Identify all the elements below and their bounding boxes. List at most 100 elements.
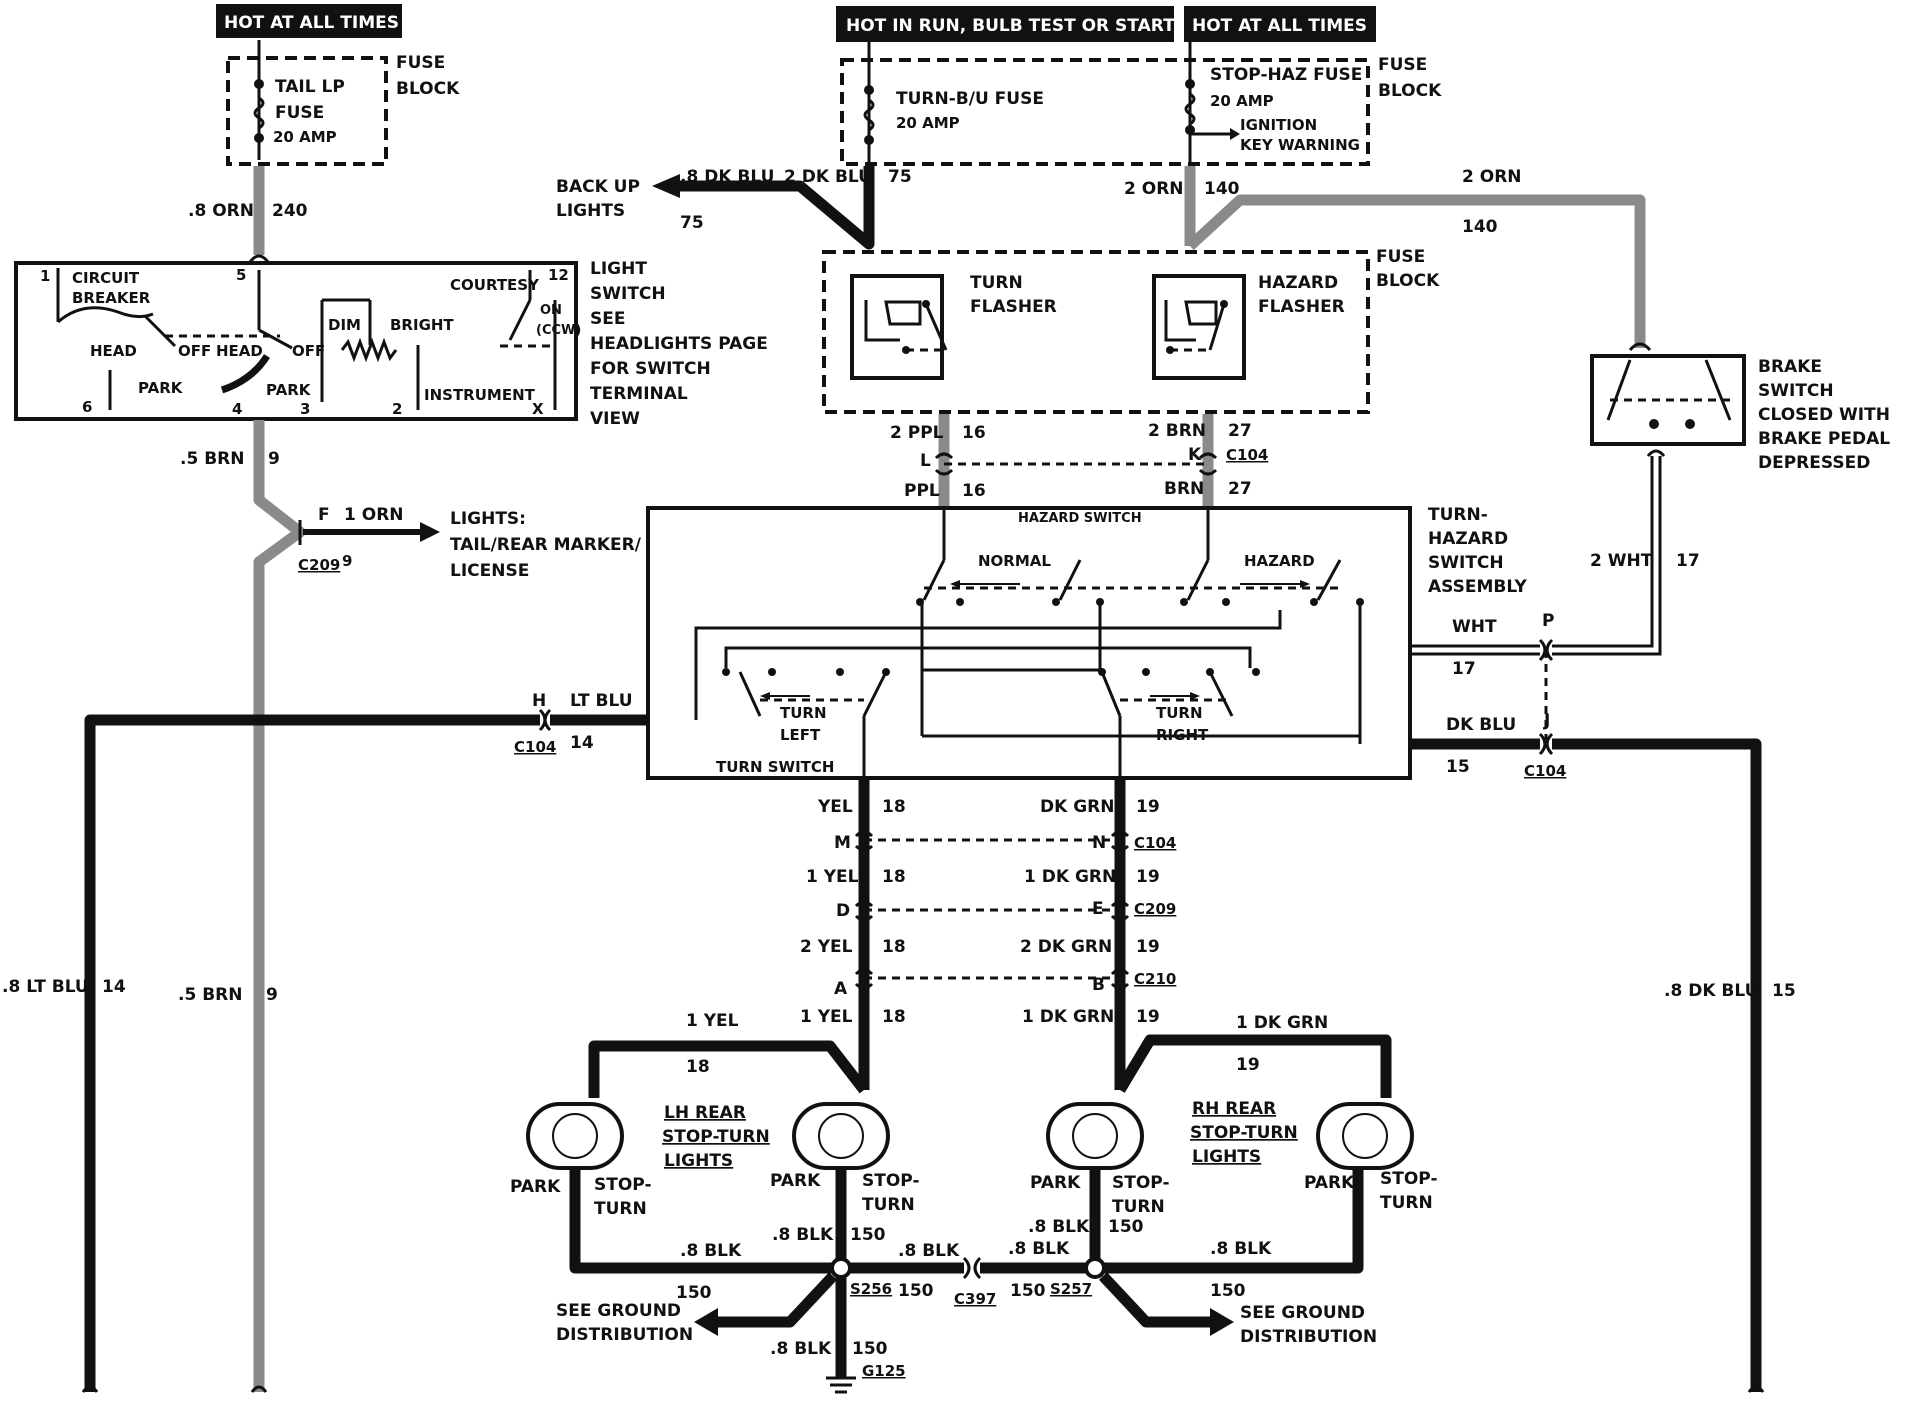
turn-hazard-switch-assembly: HAZARD SWITCH NORMAL HAZARD <box>646 505 1528 780</box>
w-16: 16 <box>962 423 986 443</box>
park1: PARK <box>510 1177 561 1197</box>
w-17: 17 <box>1452 659 1476 679</box>
gnd-blk-c: .8 BLK <box>898 1241 960 1261</box>
gnd-s256: S256 <box>850 1280 892 1298</box>
ls-head-a: HEAD <box>90 342 137 360</box>
assembly-title-l3: SWITCH <box>1428 553 1504 573</box>
gnd-blk-a: .8 BLK <box>680 1241 742 1261</box>
turn-switch-label: TURN SWITCH <box>716 758 834 776</box>
turn-bu-rating: 20 AMP <box>896 114 960 132</box>
lights-l2: TAIL/REAR MARKER/ <box>450 535 642 555</box>
ls-desc-l4: HEADLIGHTS PAGE <box>590 334 768 354</box>
w-5brn: .5 BRN <box>180 449 244 469</box>
hazard-switch-label: HAZARD SWITCH <box>1018 511 1142 526</box>
w-2wht: 2 WHT <box>1590 551 1653 571</box>
ls-pin5: 5 <box>236 266 246 284</box>
lamp-lh-park <box>526 1102 624 1170</box>
rh-l1: RH REAR <box>1192 1099 1276 1119</box>
turn-left-l2: LEFT <box>780 726 821 744</box>
light-switch: 1 CIRCUIT BREAKER 5 COURTESY 12 ON (CCW)… <box>14 254 768 429</box>
ignition-l2: KEY WARNING <box>1240 136 1360 154</box>
w-j: J <box>1543 711 1550 731</box>
tail-lp-fuse-l2: FUSE <box>275 103 324 123</box>
c104-top: C104 <box>1226 446 1268 464</box>
w-8ltblu: .8 LT BLU <box>2 977 89 997</box>
brake-l3: CLOSED WITH <box>1758 405 1890 425</box>
backup-l1: BACK UP <box>556 177 640 197</box>
ground-circuit: .8 BLK .8 BLK 150 .8 BLK .8 BLK .8 BLK 1… <box>556 1168 1377 1394</box>
rh-l2: STOP-TURN <box>1190 1123 1298 1143</box>
lh-l1: LH REAR <box>664 1103 746 1123</box>
conn-k: K <box>1188 445 1202 465</box>
lw-yel: YEL <box>817 797 853 817</box>
assembly-title-l1: TURN- <box>1428 505 1488 525</box>
lh-l3: LIGHTS <box>664 1151 733 1171</box>
fuse-block-1-title-l1: FUSE <box>396 53 445 73</box>
gnd-n150h: 150 <box>852 1339 888 1359</box>
w-h: H <box>532 691 546 711</box>
gnd-blk-e: .8 BLK <box>1008 1239 1070 1259</box>
ls-park-a: PARK <box>138 379 184 397</box>
rh-l3: LIGHTS <box>1192 1147 1261 1167</box>
w-240: 240 <box>272 201 308 221</box>
wire-lt-blu-14: H LT BLU C104 14 .8 LT BLU 14 <box>2 691 648 1393</box>
lamp-rh-park <box>1316 1102 1414 1170</box>
w-c209: C209 <box>298 556 340 574</box>
stop4-l2: TURN <box>1380 1193 1433 1213</box>
normal-label: NORMAL <box>978 552 1051 570</box>
w-16b: 16 <box>962 481 986 501</box>
c104-h: C104 <box>514 738 556 756</box>
wire-brn-9: .5 BRN 9 F 1 ORN C209 9 LIGHTS: TAIL/REA… <box>178 420 642 1393</box>
assembly-title-l2: HAZARD <box>1428 529 1508 549</box>
w-14b: 14 <box>102 977 126 997</box>
ls-desc-l7: VIEW <box>590 409 640 429</box>
fuse-block-3-title-l2: BLOCK <box>1376 271 1440 291</box>
w-9b: 9 <box>342 552 352 570</box>
lw-a: A <box>834 979 848 999</box>
conn-l: L <box>920 451 931 471</box>
ls-ccw: (CCW) <box>536 323 581 338</box>
w-dkblu: DK BLU <box>1446 715 1516 735</box>
fuse-block-2-title-l2: BLOCK <box>1378 81 1442 101</box>
w-ltblu: LT BLU <box>570 691 633 711</box>
fuse-block-turn-stop: TURN-B/U FUSE 20 AMP STOP-HAZ FUSE 20 AM… <box>840 42 1442 166</box>
lw-c209: C209 <box>1134 900 1176 918</box>
gnd-n150e: 150 <box>1010 1281 1046 1301</box>
hazard-label: HAZARD <box>1244 552 1315 570</box>
stop-haz-fuse: STOP-HAZ FUSE <box>1210 65 1362 85</box>
lw-n18e: 18 <box>686 1057 710 1077</box>
turn-bu-fuse: TURN-B/U FUSE <box>896 89 1044 109</box>
w-2dkblu: 2 DK BLU <box>784 167 872 187</box>
gnd-n150b: 150 <box>1108 1217 1144 1237</box>
gnd-see-r1: SEE GROUND <box>1240 1303 1365 1323</box>
w-140-a: 140 <box>1204 179 1240 199</box>
lw-dkgrn1: 1 DK GRN <box>1024 867 1116 887</box>
stop-haz-rating: 20 AMP <box>1210 92 1274 110</box>
ls-off-b: OFF <box>292 342 325 360</box>
ls-on: ON <box>540 303 562 318</box>
ls-park-b: PARK <box>266 381 312 399</box>
tail-lp-rating: 20 AMP <box>273 128 337 146</box>
w-ppl: PPL <box>904 481 940 501</box>
wire-orn-240: .8 ORN 240 <box>188 166 308 255</box>
gnd-blk-g: .8 BLK <box>770 1339 832 1359</box>
w-27: 27 <box>1228 421 1252 441</box>
lw-n18c: 18 <box>882 937 906 957</box>
lw-yel1: 1 YEL <box>806 867 859 887</box>
gnd-blk-d: .8 BLK <box>1028 1217 1090 1237</box>
brake-l1: BRAKE <box>1758 357 1822 377</box>
fuse-block-flashers: TURN FLASHER HAZARD FLASHER FUSE BLOCK <box>822 247 1440 414</box>
gnd-see-r2: DISTRIBUTION <box>1240 1327 1377 1347</box>
gnd-n150c: 150 <box>676 1283 712 1303</box>
hazard-flasher-l2: FLASHER <box>1258 297 1345 317</box>
park3: PARK <box>1030 1173 1081 1193</box>
stop3-l1: STOP- <box>1112 1173 1170 1193</box>
w-1orn: 1 ORN <box>344 505 404 525</box>
ls-bright: BRIGHT <box>390 316 454 334</box>
fuse-block-tail: TAIL LP FUSE 20 AMP FUSE BLOCK <box>226 40 460 166</box>
stop1-l1: STOP- <box>594 1175 652 1195</box>
stop3-l2: TURN <box>1112 1197 1165 1217</box>
w-14: 14 <box>570 733 594 753</box>
stop2-l1: STOP- <box>862 1171 920 1191</box>
